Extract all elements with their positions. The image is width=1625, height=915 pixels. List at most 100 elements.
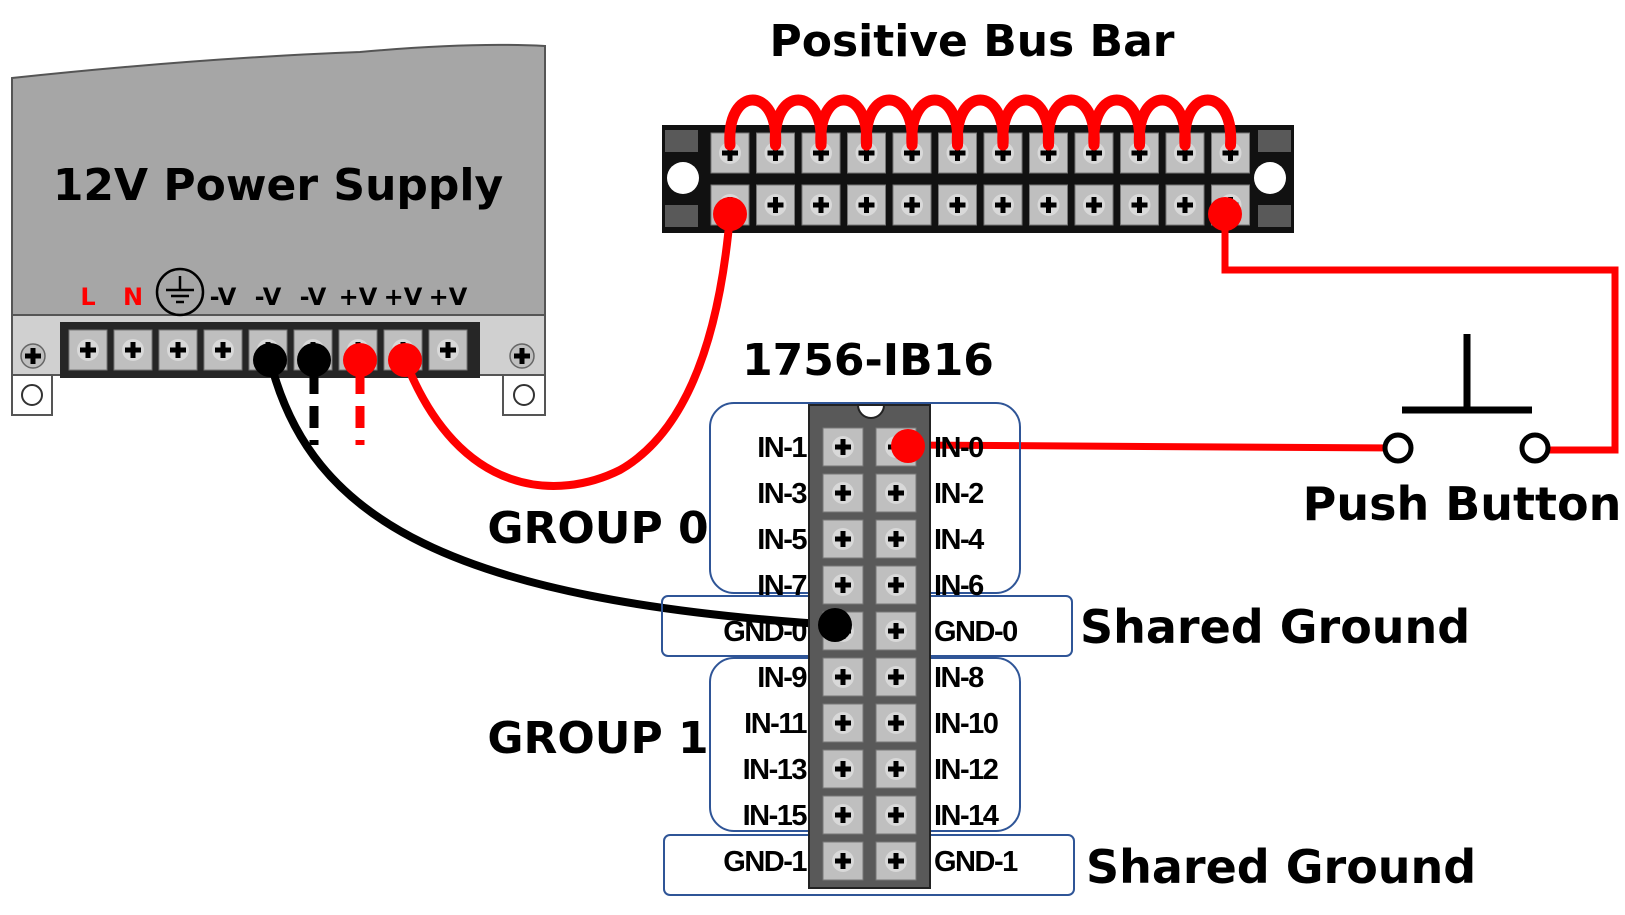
screw-terminal-icon [875,749,917,789]
wire-end-dot [891,429,925,463]
wire-end-dot [713,197,747,231]
supply-terminal-label: N [123,283,143,311]
bus-bar-end-left [665,130,698,152]
screw-terminal-icon [822,473,864,513]
screw-terminal-icon [113,329,153,371]
module-pin-label-left: IN-11 [744,708,807,740]
screw-terminal-icon [1120,184,1159,226]
wire-end-dot [343,343,377,377]
screw-terminal-icon [68,329,108,371]
screw-terminal-icon [822,427,864,467]
screw-terminal-icon [428,329,468,371]
screw-terminal-icon [875,565,917,605]
screw-terminal-icon [1074,184,1114,226]
module-pin-label-right: IN-14 [934,800,999,832]
screw-terminal-icon [822,703,864,743]
bus-bar-title: Positive Bus Bar [769,16,1174,67]
group0-label: GROUP 0 [487,503,708,554]
module-pin-label-left: GND-1 [723,846,807,878]
screw-terminal-icon [875,611,917,651]
screw-terminal-icon [847,184,886,226]
module-pin-label-left: IN-13 [743,754,808,786]
screw-terminal-icon [822,519,864,559]
wire-end-dot [297,343,331,377]
module-pin-label-right: GND-0 [934,616,1017,648]
module-title: 1756-IB16 [742,335,994,386]
push-button: Push Button [1303,334,1622,531]
module-pin-label-left: IN-7 [757,570,806,602]
push-button-contact-icon [1382,432,1414,464]
shared-ground0-label: Shared Ground [1080,600,1470,654]
screw-terminal-icon [938,132,977,174]
positive-wire-bus-to-button [1221,215,1619,454]
supply-terminal-label: +V [384,283,423,311]
screw-terminal-icon [875,703,917,743]
module-pin-label-right: IN-4 [934,524,984,556]
screw-terminal-icon [875,473,917,513]
module-pin-label-right: IN-2 [934,478,983,510]
bus-bar-jumper-loops [724,94,1237,151]
module-pin-label-left: IN-1 [757,432,807,464]
screw-terminal-icon [203,329,243,371]
wire-end-dot [388,343,422,377]
shared-ground1-label: Shared Ground [1086,840,1476,894]
bus-bar-end-right [1258,205,1291,227]
screw-terminal-icon [158,329,198,371]
screw-terminal-icon [875,841,917,881]
screw-terminal-icon [801,184,841,226]
bus-bar-end-left [665,205,698,227]
screw-terminal-icon [822,565,864,605]
screw-terminal-icon [938,184,977,226]
module-pin-label-left: IN-9 [757,662,807,694]
module-pin-label-left: IN-15 [743,800,808,832]
negative-wire-supply-to-gnd0 [266,359,836,629]
module-pin-label-left: IN-3 [757,478,807,510]
screw-terminal-icon [822,795,864,835]
screw-terminal-icon [892,184,932,226]
bus-bar-mount-hole-icon [667,162,699,194]
module-pin-label-right: IN-12 [934,754,998,786]
screw-terminal-icon [756,184,795,226]
screw-terminal-icon [875,795,917,835]
bus-bar-mount-hole-icon [1254,162,1286,194]
module-pin-label-left: IN-5 [757,524,807,556]
screw-terminal-icon [875,657,917,697]
supply-terminal-label: +V [339,283,378,311]
screw-terminal-icon [822,841,864,881]
screw-terminal-icon [983,184,1023,226]
wires [266,214,1619,629]
module-pin-label-right: IN-6 [934,570,984,602]
screw-terminal-icon [822,657,864,697]
supply-terminal-label: +V [429,283,468,311]
screw-terminal-icon [875,519,917,559]
push-button-label: Push Button [1303,477,1622,531]
wire-end-dot [253,343,287,377]
ground-icon [155,267,205,317]
screw-terminal-icon [1029,132,1068,174]
supply-terminal-label: -V [210,283,237,311]
module-pin-label-right: IN-10 [934,708,998,740]
supply-terminal-label: -V [255,283,282,311]
power-supply-title: 12V Power Supply [53,160,503,211]
mounting-hole-icon [513,384,535,406]
screw-terminal-icon [1029,184,1068,226]
screw-icon [20,343,46,369]
wire-end-dot [818,608,852,642]
positive-bus-bar: Positive Bus Bar [662,16,1294,233]
screw-terminal-icon [1074,132,1114,174]
wire-end-dot [1208,197,1242,231]
module-pin-label-right: IN-0 [934,432,983,464]
module-pin-label-right: IN-8 [934,662,984,694]
screw-terminal-icon [1165,184,1205,226]
supply-terminal-label: -V [300,283,327,311]
signal-wire-button-to-in0 [904,441,1399,452]
supply-terminal-label: L [80,283,95,311]
push-button-contact-icon [1519,432,1551,464]
screw-icon [509,343,535,369]
mounting-hole-icon [21,384,43,406]
bus-bar-end-right [1258,130,1291,152]
screw-terminal-icon [822,749,864,789]
power-supply-body [11,43,546,363]
